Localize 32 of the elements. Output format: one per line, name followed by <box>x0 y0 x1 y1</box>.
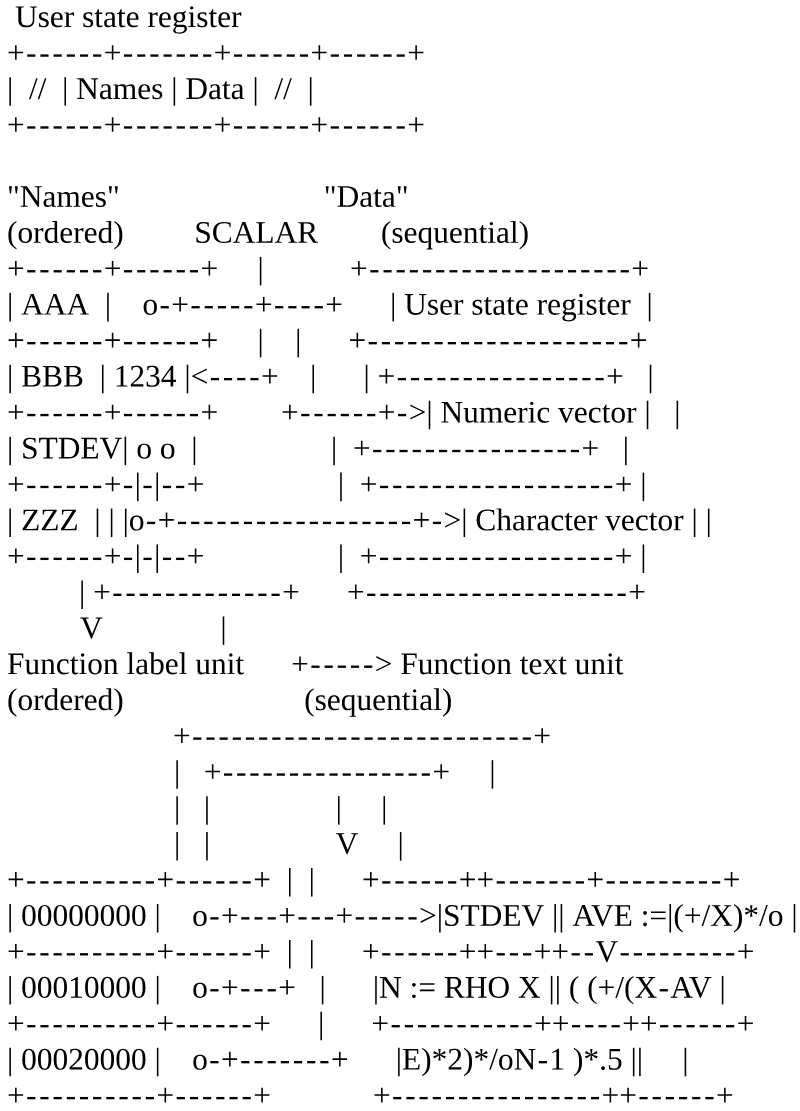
text-line: *.5 || | <box>585 1047 687 1077</box>
text-line: | | V | <box>176 832 402 861</box>
text-line: | 00020000 | o-+-------+ |E)*2) <box>9 1047 473 1077</box>
text-line: +------+------+ +------+->| Numeric vector | | <box>8 400 679 430</box>
text-line: | +----------------+ | <box>176 760 494 789</box>
text-line: +------+-------+------+------+ <box>8 45 424 60</box>
text-line: +------+-|-|--+ | +------------------+ | <box>8 544 645 573</box>
text-line: +------+-------+------+------+ <box>8 117 424 132</box>
text-line: +--------------------------+ <box>174 728 550 743</box>
text-line: Function label unit +-----> Function text unit <box>7 652 624 675</box>
text-line: User state register <box>15 6 242 34</box>
text-line: | STDEV| o o | | +----------------+ | <box>9 436 627 466</box>
text-line: | 00010000 | o-+---+ | |N := RHO X || ( (+/(X-AV | <box>9 975 724 1005</box>
text-line: +------+------+ | | +--------------------+ <box>8 328 646 358</box>
text-line: +----------+------+ | | +------++---++--V---------+ <box>8 939 753 969</box>
text-line: (ordered) (sequential) <box>8 688 451 717</box>
text-line: */oN-1 ) <box>475 1047 582 1077</box>
text-line: +------+-|-|--+ | +------------------+ | <box>8 472 645 502</box>
text-line: "Names" "Data" <box>8 186 407 208</box>
text-line: V | <box>80 616 225 645</box>
text-line: | 00000000 | o-+---+---+----->|STDEV || AVE :=|(+/X)*/o | <box>9 904 796 933</box>
text-line: | +-------------+ +--------------------+ <box>81 580 645 609</box>
text-line: | ZZZ | | |o-+------------------+->| Character vector | | <box>9 508 710 538</box>
text-line: | // | Names | Data | // | <box>9 77 312 106</box>
text-line: +----------+------+ | | +------++-------+---------+ <box>8 868 739 897</box>
text-line: (ordered) SCALAR (sequential) <box>8 220 528 250</box>
text-line: +----------+------+ +----------------++------+ <box>8 1087 733 1103</box>
text-line: | BBB | 1234 |<----+ | | +----------------+ | <box>9 364 652 394</box>
text-line: | AAA | o-+-----+----+ | User state register | <box>9 292 651 322</box>
text-line: | | | | <box>176 796 386 825</box>
text-line: +----------+------+ | +-----------++----++------+ <box>8 1011 753 1041</box>
text-line: +------+------+ | +--------------------+ <box>8 256 648 286</box>
